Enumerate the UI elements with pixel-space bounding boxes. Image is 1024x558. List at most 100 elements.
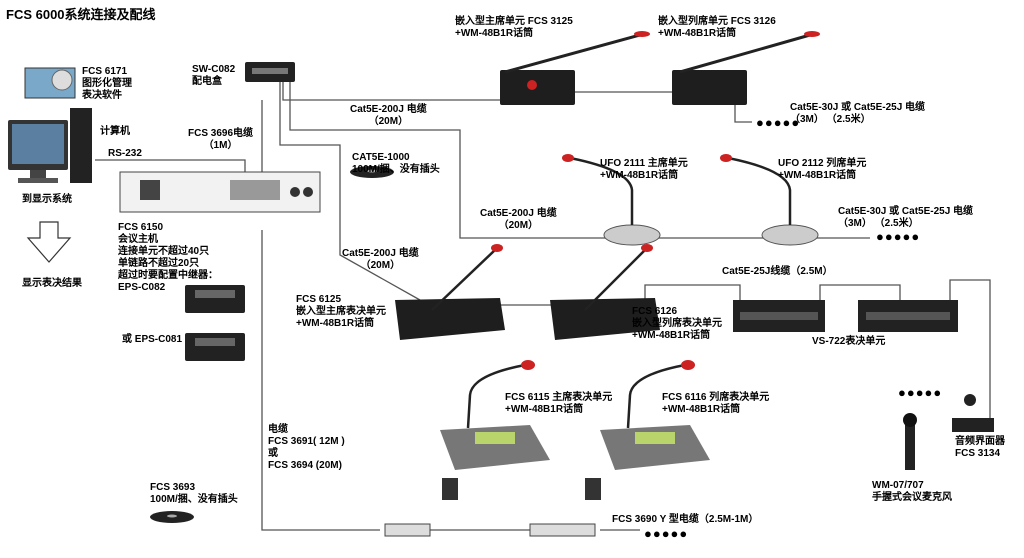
fcs6125-unit-icon [395,244,505,340]
switchbox-desc: 配电盒 [192,76,222,87]
audio-interface-label: 音频界面器 FCS 3134 [955,436,1005,460]
ufo-chair-mic: +WM-48B1R话筒 [600,170,679,181]
cable-25j-line-label: Cat5E-25J线缆（2.5M） [722,266,833,277]
arrow-down-icon [26,221,72,263]
emb-del-label: 嵌入型列席单元 FCS 3126 +WM-48B1R话筒 [658,16,776,40]
computer-icon [8,108,92,183]
software-desc-1: 图形化管理 [82,78,132,89]
cable-sw-to-emb [282,80,520,101]
page-title: FCS 6000系统连接及配线 [6,7,156,22]
ufo-del-mic: +WM-48B1R话筒 [778,170,857,181]
cable-reel-3693-icon [150,511,194,523]
cable-200j-mid-length: （20M） [498,220,539,231]
emb-chair-label: 嵌入型主席单元 FCS 3125 +WM-48B1R话筒 [455,16,573,40]
fcs6116-label: FCS 6116 列席表决单元 +WM-48B1R话筒 [662,392,769,416]
vs722-label: VS-722表决单元 [812,336,886,347]
host-unit-icon [119,171,321,213]
cable-30j-top-model: Cat5E-30J 或 Cat5E-25J 电缆 [790,102,926,113]
fcs6125-desc: 嵌入型主席表决单元 [296,306,386,317]
fcs6126-model: FCS 6126 [632,306,678,317]
host-note-3: 超过时要配置中继器： [118,270,218,281]
vs722-unit-1-icon [733,300,825,332]
host-label: FCS 6150 会议主机 连接单元不超过40只 单链路不超过20只 超过时要配… [118,222,218,294]
continuation-dots-top: ●●●●● [756,115,801,130]
display-label: 到显示系统 [22,194,72,205]
switchbox-icon [245,62,295,82]
fcs3690-label: FCS 3690 Y 型电缆（2.5M-1M） [612,514,759,525]
cable-6126-vs [644,284,741,305]
reel-3693-desc: 100M/捆、没有插头 [150,494,238,505]
cable-main-or: 或 [268,448,278,459]
fcs6115-mic: +WM-48B1R话筒 [505,404,584,415]
fcs6126-desc: 嵌入型列席表决单元 [632,318,722,329]
cable-sw-to-6125 [279,80,421,301]
ufo-del-label: UFO 2112 列席单元 +WM-48B1R话筒 [778,158,866,182]
ufo-chair-unit-icon [562,154,661,246]
vs722-unit-2-icon [858,300,958,332]
computer-label: 计算机 [100,126,130,137]
cable-3696-model: FCS 3696电缆 [188,128,254,139]
cable-vs-vs [819,284,901,300]
handheld-mic-label: WM-07/707 手握式会议麦克风 [872,480,952,504]
rs232-label: RS-232 [108,148,142,159]
embedded-delegate-unit-icon [672,31,820,105]
emb-chair-model: 嵌入型主席单元 FCS 3125 [455,16,573,27]
software-desc-2: 表决软件 [82,90,122,101]
cable-30j-top-length: （3M） （2.5米） [790,114,871,125]
cable-vs-audio [949,279,991,420]
handheld-mic-desc: 手握式会议麦克风 [872,492,952,503]
fcs6126-unit-icon [550,244,660,340]
cable-200j-mid-model: Cat5E-200J 电缆 [480,208,557,219]
reel-3693-model: FCS 3693 [150,482,196,493]
continuation-dots-mid: ●●●●● [876,229,921,244]
switchbox-model: SW-C082 [192,64,236,75]
fcs6125-mic: +WM-48B1R话筒 [296,318,375,329]
cable-reel-1000-icon [350,166,394,178]
ufo-chair-model: UFO 2111 主席单元 [600,158,688,169]
y-cable-right-icon [529,478,601,537]
repeater-2-label: 或 EPS-C081 [122,334,183,345]
cable-main-opt-1: FCS 3691( 12M ) [268,436,345,447]
cable-host-trunk [261,230,380,531]
ufo-delegate-unit-icon [720,154,819,246]
fcs6115-unit-icon [440,360,550,470]
host-model: FCS 6150 [118,222,164,233]
repeater-eps-c081-icon [185,333,245,361]
reel-1000-label: CAT5E-1000 100M/捆、没有插头 [352,152,440,176]
cable-main-title: 电缆 [268,424,288,435]
reel-1000-desc: 100M/捆、没有插头 [352,164,440,175]
cable-30j-mid-label: Cat5E-30J 或 Cat5E-25J 电缆 （3M） （2.5米） [838,206,973,230]
emb-del-mic: +WM-48B1R话筒 [658,28,737,39]
fcs6116-mic: +WM-48B1R话筒 [662,404,741,415]
reel-3693-label: FCS 3693 100M/捆、没有插头 [150,482,238,506]
continuation-dots-bottom: ●●●●● [644,526,689,541]
host-note-2: 单链路不超过20只 [118,258,200,269]
host-note-1: 连接单元不超过40只 [118,246,210,257]
fcs6115-label: FCS 6115 主席表决单元 +WM-48B1R话筒 [505,392,612,416]
switchbox-label: SW-C082 配电盒 [192,64,235,88]
y-cable-left-icon [384,478,458,537]
cable-200j-mid-label: Cat5E-200J 电缆 （20M） [480,208,557,232]
emb-chair-mic: +WM-48B1R话筒 [455,28,534,39]
reel-1000-model: CAT5E-1000 [352,152,410,163]
fcs6125-model: FCS 6125 [296,294,342,305]
fcs6115-model: FCS 6115 主席表决单元 [505,392,613,403]
fcs6125-label: FCS 6125 嵌入型主席表决单元 +WM-48B1R话筒 [296,294,386,330]
cable-30j-mid-model: Cat5E-30J 或 Cat5E-25J 电缆 [838,206,974,217]
ufo-chair-label: UFO 2111 主席单元 +WM-48B1R话筒 [600,158,688,182]
audio-interface-desc: 音频界面器 [955,436,1005,447]
cable-30j-top-label: Cat5E-30J 或 Cat5E-25J 电缆 （3M） （2.5米） [790,102,925,126]
fcs6126-label: FCS 6126 嵌入型列席表决单元 +WM-48B1R话筒 [632,306,722,342]
fcs6116-model: FCS 6116 列席表决单元 [662,392,770,403]
software-label: FCS 6171 图形化管理 表决软件 [82,66,132,102]
cable-emb-to-dots [734,100,752,123]
cable-200j-top-length: （20M） [368,116,409,127]
software-model: FCS 6171 [82,66,128,77]
cable-rs232 [95,159,246,175]
handheld-mic-model: WM-07/707 [872,480,924,491]
cable-3696-label: FCS 3696电缆 （1M） [188,128,253,152]
ufo-del-model: UFO 2112 列席单元 [778,158,867,169]
cable-main-label: 电缆 FCS 3691( 12M ) 或 FCS 3694 (20M) [268,424,345,472]
audio-interface-icon [952,394,994,432]
